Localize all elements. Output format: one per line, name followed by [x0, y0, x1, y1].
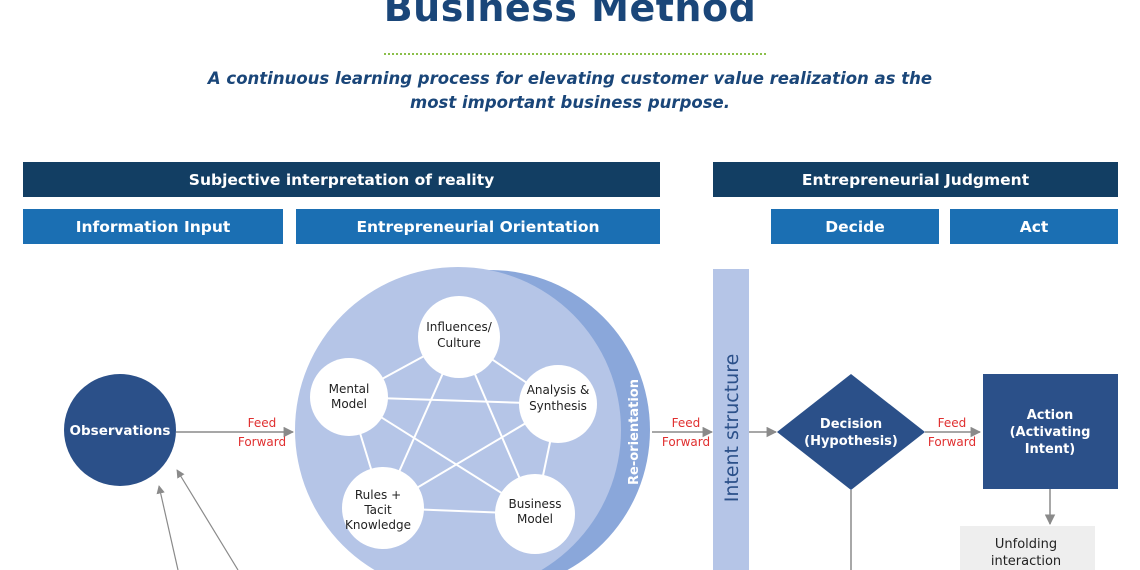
band-act: Act	[950, 209, 1118, 244]
decision-line-1: Decision	[820, 417, 882, 432]
action-line-3: Intent)	[1025, 442, 1076, 457]
feed-label-1: Feed	[248, 416, 277, 430]
mental-model-line-2: Model	[331, 397, 367, 411]
business-model-line-1: Business	[509, 497, 562, 511]
observations-node	[64, 374, 176, 486]
feedback-arrow-1	[156, 485, 179, 570]
mental-model-line-1: Mental	[329, 382, 370, 396]
feed-label-2: Feed	[672, 416, 701, 430]
observations-label: Observations	[70, 423, 171, 439]
analysis-synthesis-node	[519, 365, 597, 443]
rules-line-2: Tacit	[363, 503, 392, 517]
intent-structure-label: Intent structure	[721, 354, 743, 503]
business-model-node	[495, 474, 575, 554]
band-entrepreneurial-orientation: Entrepreneurial Orientation	[296, 209, 660, 244]
band-subjective-interpretation: Subjective interpretation of reality	[23, 162, 660, 197]
influences-line-1: Influences/	[426, 320, 493, 334]
forward-label-2: Forward	[662, 435, 710, 449]
action-line-2: (Activating	[1010, 425, 1091, 440]
band-decide: Decide	[771, 209, 939, 244]
page-title: Business Method	[383, 0, 757, 30]
analysis-line-2: Synthesis	[529, 399, 587, 413]
unfolding-interaction-box	[960, 526, 1095, 570]
band-information-input: Information Input	[23, 209, 283, 244]
unfolding-line-2: interaction	[991, 554, 1061, 569]
feedback-arrow-2	[176, 469, 239, 570]
analysis-line-1: Analysis &	[527, 383, 590, 397]
decision-line-2: (Hypothesis)	[804, 434, 898, 449]
intent-structure-bar	[713, 269, 749, 570]
decision-diamond	[777, 374, 925, 490]
action-line-1: Action	[1027, 408, 1074, 423]
mental-model-node	[310, 358, 388, 436]
reorientation-label: Re-orientation	[627, 379, 642, 485]
forward-label-1: Forward	[238, 435, 286, 449]
rules-line-3: Knowledge	[345, 518, 411, 532]
business-model-line-2: Model	[517, 512, 553, 526]
influences-line-2: Culture	[437, 336, 481, 350]
title-divider	[384, 53, 766, 55]
influences-culture-node	[418, 296, 500, 378]
action-box	[983, 374, 1118, 489]
unfolding-line-1: Unfolding	[995, 537, 1057, 552]
band-entrepreneurial-judgment: Entrepreneurial Judgment	[713, 162, 1118, 197]
rules-line-1: Rules +	[355, 488, 401, 502]
forward-label-3: Forward	[928, 435, 976, 449]
feed-label-3: Feed	[938, 416, 967, 430]
page-subtitle: A continuous learning process for elevat…	[207, 69, 933, 112]
rules-tacit-knowledge-node	[342, 467, 424, 549]
